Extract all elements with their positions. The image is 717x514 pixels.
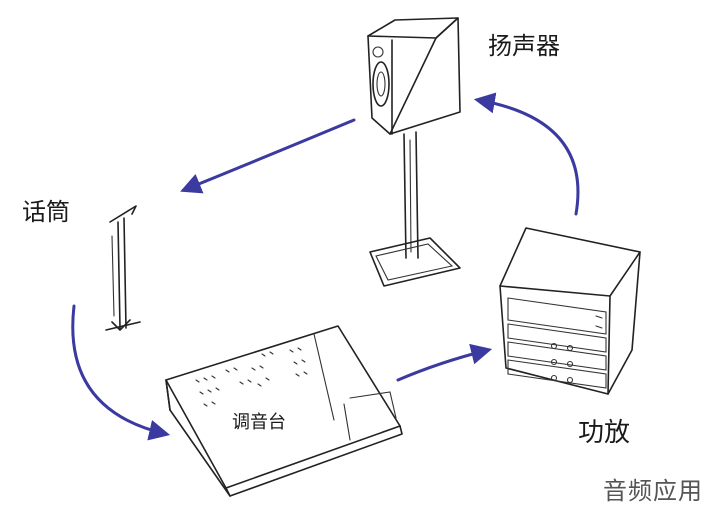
mixer-label: 调音台 bbox=[232, 412, 286, 433]
arrow-speaker-to-microphone bbox=[180, 118, 356, 194]
arrow-amplifier-to-speaker bbox=[473, 92, 580, 216]
microphone-icon bbox=[105, 205, 141, 331]
mixer-console-icon bbox=[165, 325, 403, 497]
arrow-mixer-to-amplifier bbox=[396, 343, 493, 382]
speaker-label: 扬声器 bbox=[488, 32, 560, 60]
arrow-microphone-to-mixer bbox=[71, 304, 171, 441]
watermark-text: 音频应用 bbox=[603, 477, 703, 505]
amplifier-icon bbox=[499, 227, 641, 395]
speaker-icon bbox=[367, 17, 461, 287]
microphone-label: 话筒 bbox=[22, 198, 70, 226]
amplifier-label: 功放 bbox=[578, 418, 631, 448]
